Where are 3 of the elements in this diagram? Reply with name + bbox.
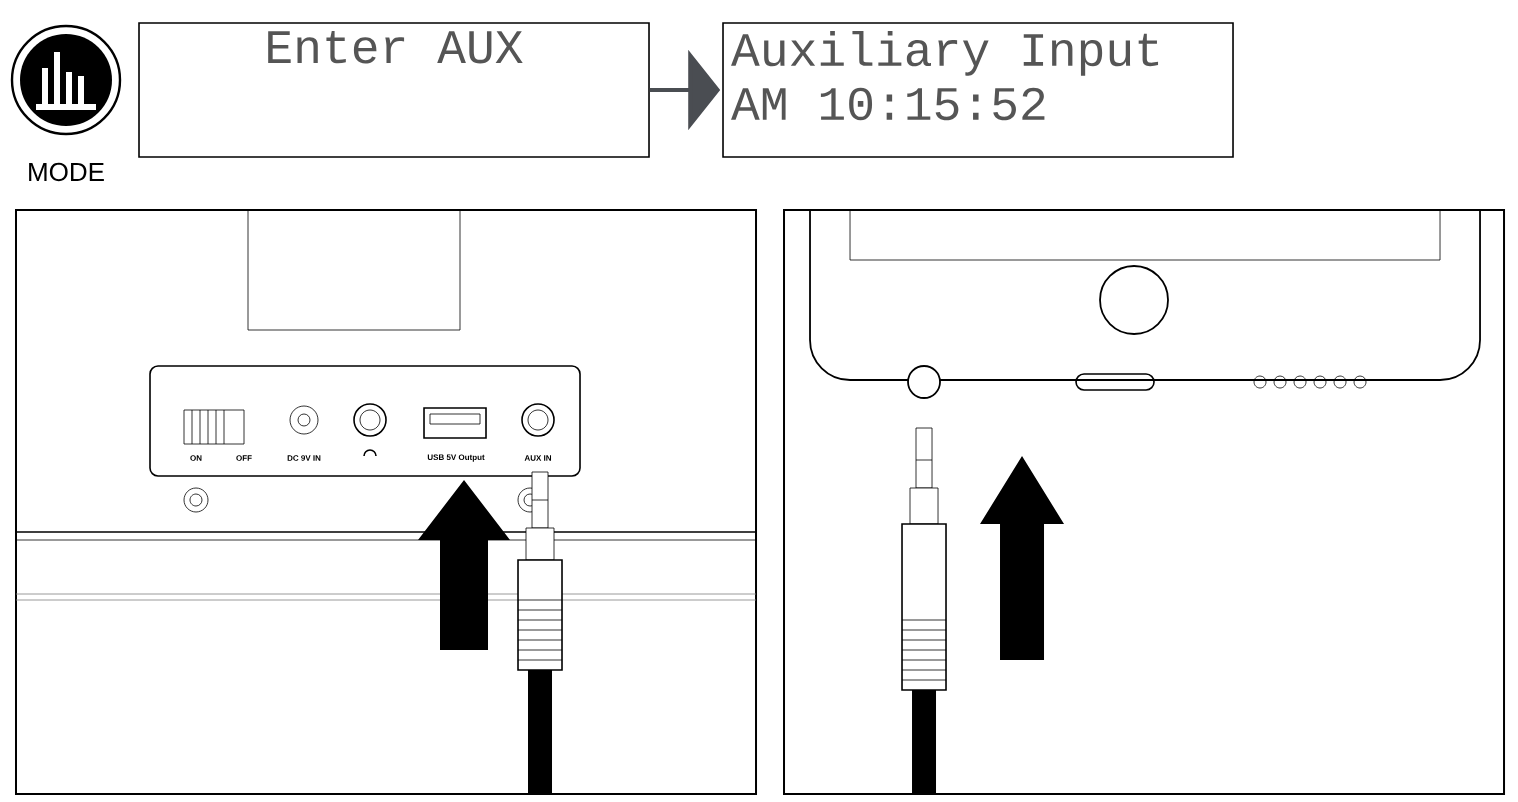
display-box: Enter AUX <box>138 22 650 158</box>
display-box: Auxiliary Input AM 10:15:52 <box>722 22 1234 158</box>
label: MODE <box>26 161 106 183</box>
